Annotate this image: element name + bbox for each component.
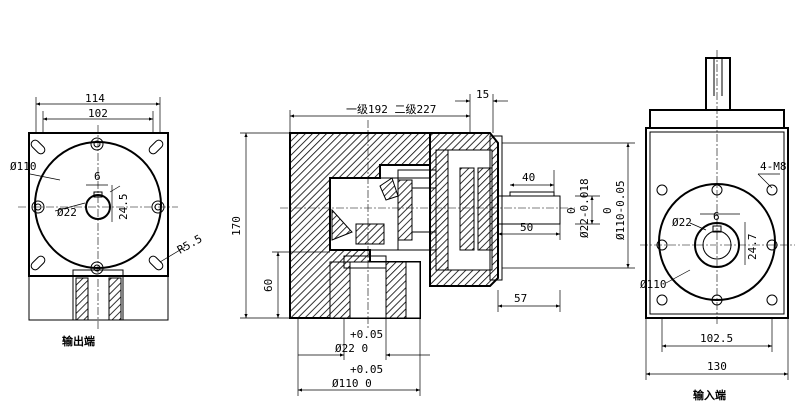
input-end-view <box>640 50 795 380</box>
input-end-caption: 输入端 <box>693 388 726 402</box>
input-pilot-label: Ø110 <box>640 278 667 291</box>
bore-diameter: Ø22 0 <box>335 342 368 355</box>
bore-tolerance: +0.05 <box>350 328 383 341</box>
input-key-width-label: 6 <box>713 210 720 223</box>
shaft-diameter: Ø22-0.018 <box>578 178 591 238</box>
input-shaft-top <box>705 57 731 111</box>
overall-height: 170 <box>230 216 243 236</box>
flange-thickness: 15 <box>476 88 489 101</box>
key-length: 40 <box>522 171 535 184</box>
pilot-diameter: Ø110 0 <box>332 377 372 390</box>
output-end-caption: 输出端 <box>62 334 95 348</box>
input-key-depth-label: 24.7 <box>746 234 759 261</box>
output-end-view <box>18 97 186 330</box>
spigot-diameter: Ø110-0.05 <box>614 180 627 240</box>
length-note: 一级192 二级227 <box>346 103 436 116</box>
output-bore-label: Ø22 <box>57 206 77 219</box>
input-overall-width: 130 <box>707 360 727 373</box>
output-corner-radius-label: R5.5 <box>175 232 204 257</box>
shaft-length: 50 <box>520 221 533 234</box>
input-shaft <box>497 195 561 225</box>
output-flange-outline <box>28 132 169 277</box>
flange-offset: 57 <box>514 292 527 305</box>
output-overall-width: 114 <box>85 92 105 105</box>
input-bolt-spacing: 102.5 <box>700 332 733 345</box>
output-bolt-spacing: 102 <box>88 107 108 120</box>
base-height: 60 <box>262 279 275 292</box>
spigot-tolerance: 0 <box>601 207 614 214</box>
output-base <box>28 275 169 321</box>
output-key-width-label: 6 <box>94 170 101 183</box>
shaft-tolerance: 0 <box>565 207 578 214</box>
section-view <box>240 94 635 396</box>
input-bore-label: Ø22 <box>672 216 692 229</box>
output-key-depth-label: 24.5 <box>117 194 130 221</box>
pilot-tolerance: +0.05 <box>350 363 383 376</box>
output-pitch-circle-label: Ø110 <box>10 160 37 173</box>
input-thread-label: 4-M8 <box>760 160 787 173</box>
